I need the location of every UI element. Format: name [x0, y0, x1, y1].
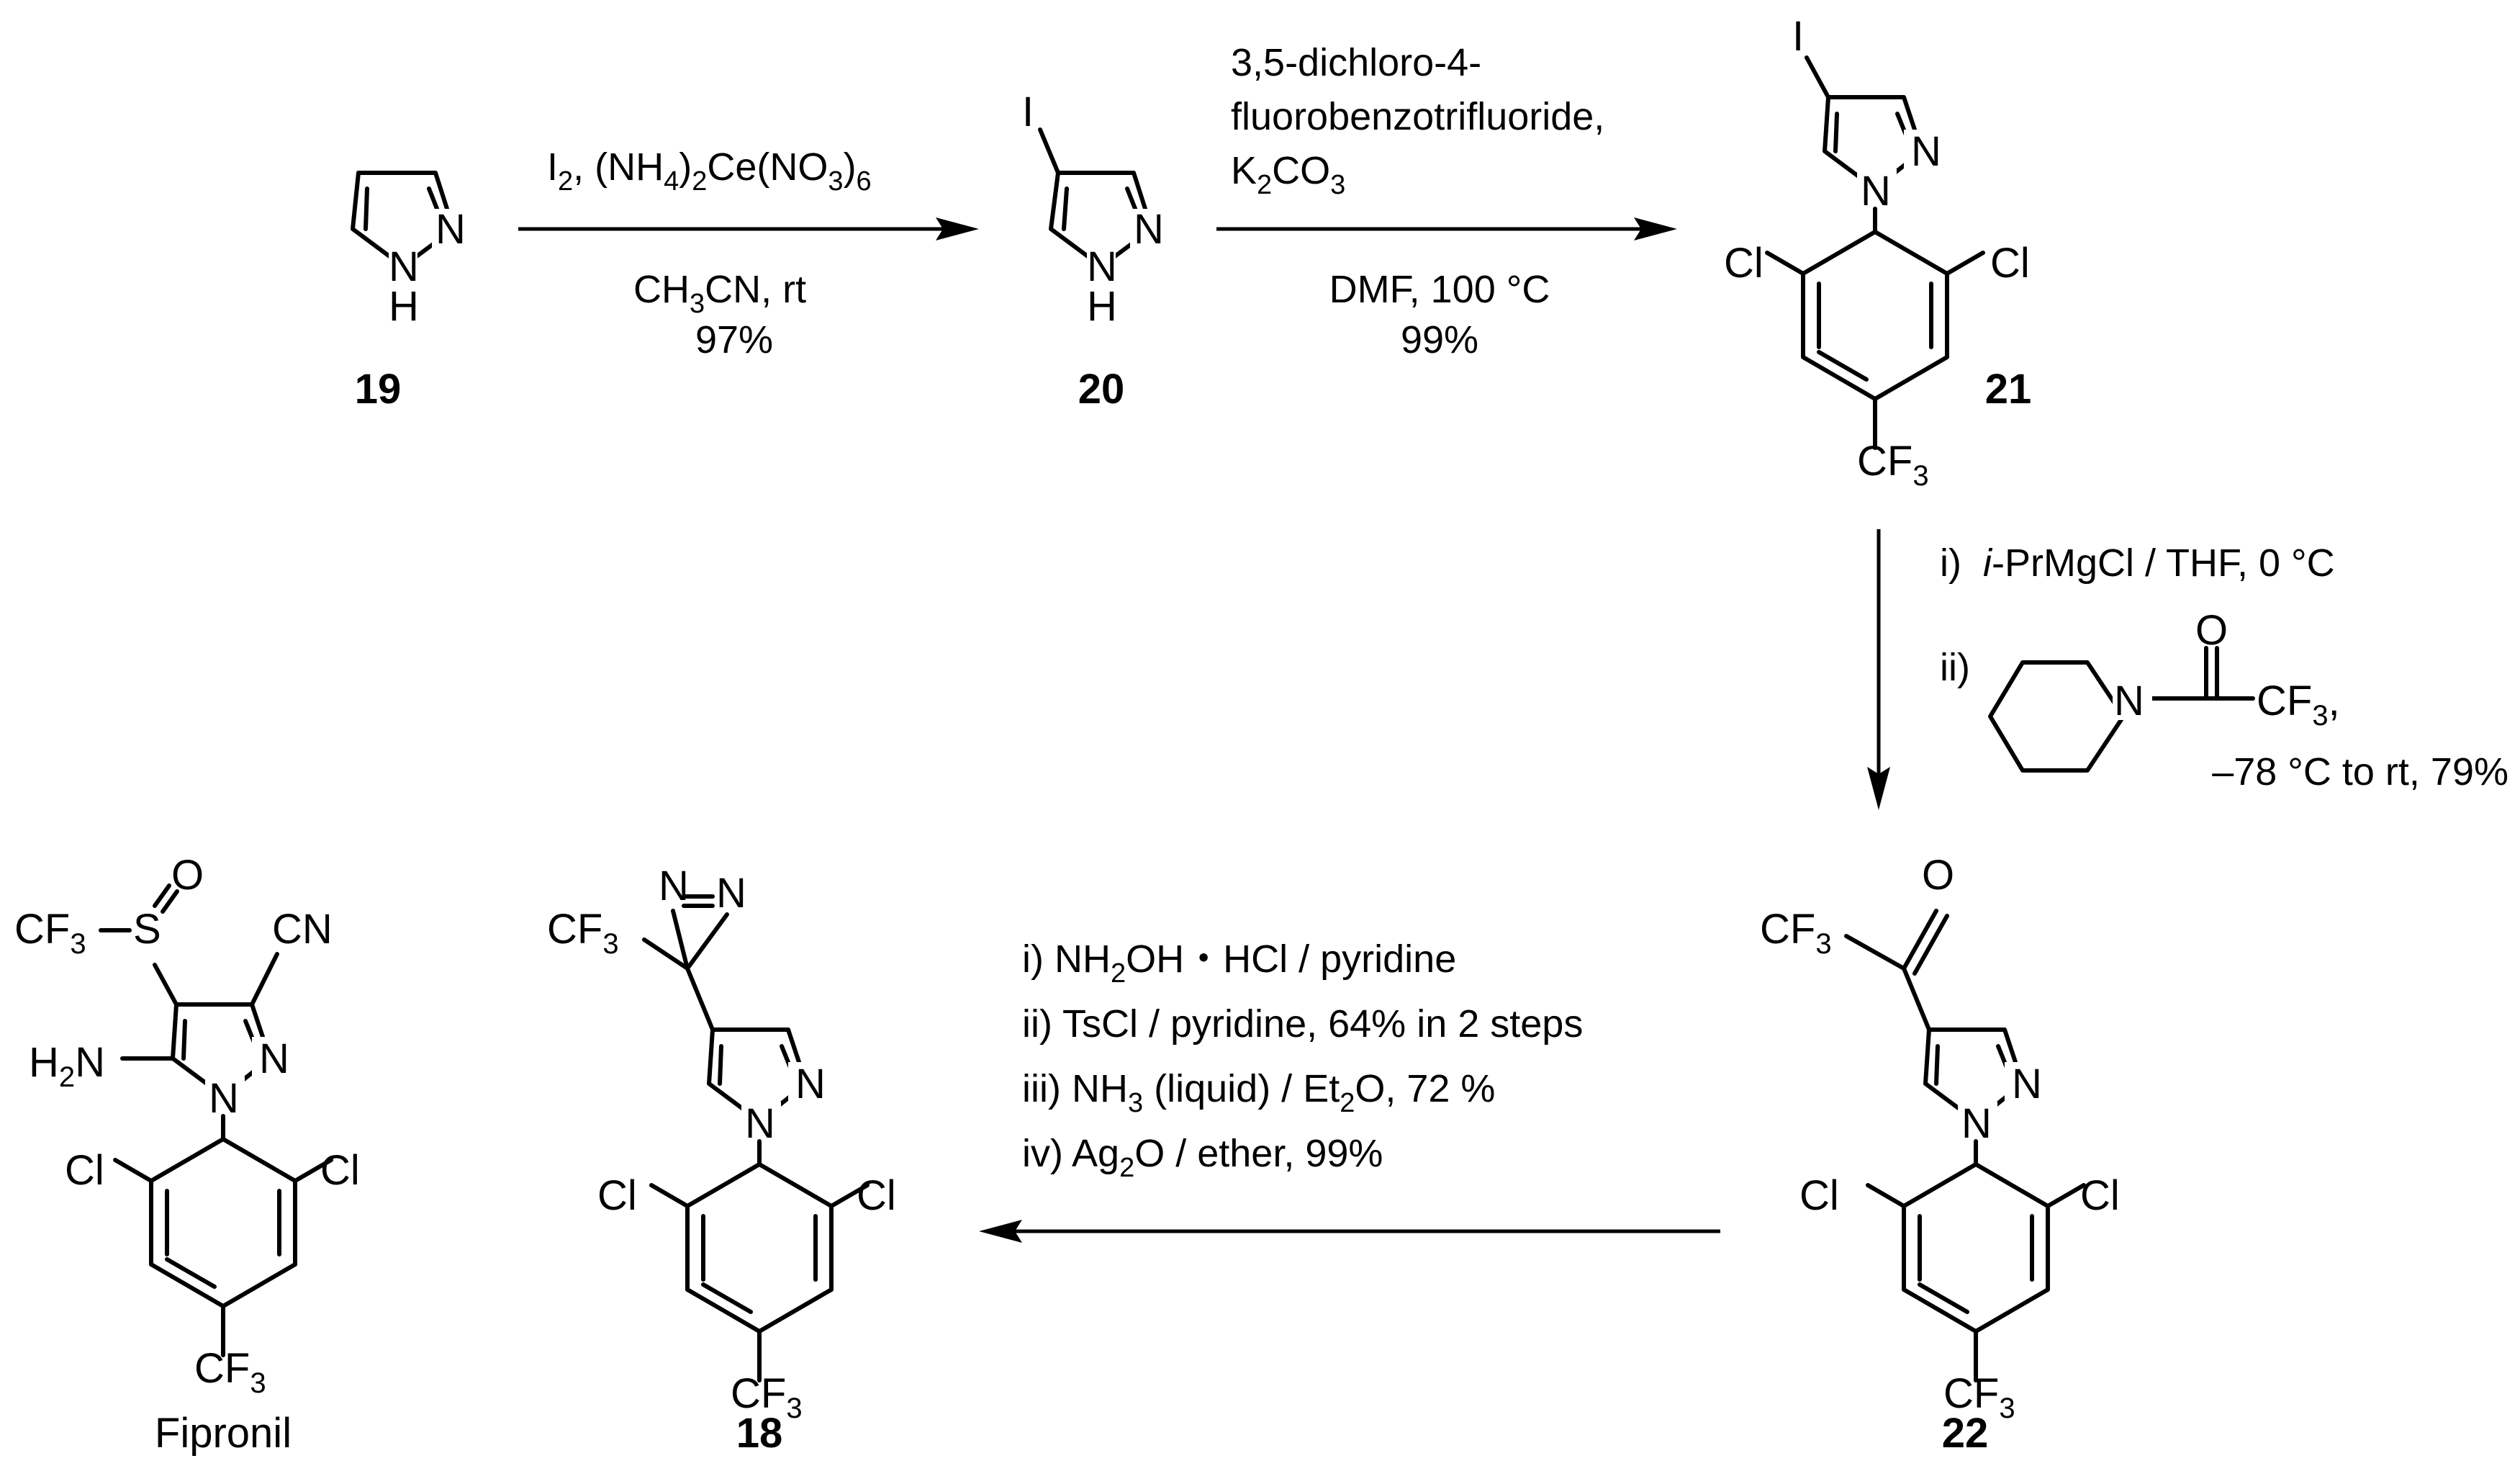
compound-18: N N N N CF3 Cl Cl CF3 18	[547, 863, 896, 1457]
arrow2-base: K2CO3	[1231, 149, 1345, 200]
reaction-arrow-3: i)i-PrMgCl / THF, 0 °C ii) N O CF3, –78 …	[1867, 529, 2508, 810]
arrow4-step1: i) NH2OH・HCl / pyridine	[1022, 937, 1456, 989]
arrow2-conditions: DMF, 100 °C	[1329, 268, 1550, 311]
chloro-right: Cl	[2080, 1172, 2120, 1219]
reaction-arrow-4: i) NH2OH・HCl / pyridine ii) TsCl / pyrid…	[979, 937, 1720, 1243]
pyrazole-ring	[171, 1002, 272, 1098]
arrow1-reagent: I2, (NH4)2Ce(NO3)6	[547, 145, 872, 197]
chloro-left: Cl	[597, 1172, 637, 1219]
iodine-atom: I	[1792, 13, 1804, 60]
ring-nitrogen: N	[1911, 128, 1941, 175]
trifluoromethyl: CF3	[194, 1345, 266, 1399]
arrow3-step1: i)i-PrMgCl / THF, 0 °C	[1940, 541, 2335, 585]
carbonyl-oxygen: O	[2195, 607, 2228, 654]
reaction-arrow-2: 3,5-dichloro-4- fluorobenzotrifluoride, …	[1216, 41, 1677, 361]
compound-21: I N N Cl Cl CF3 21	[1724, 13, 2031, 492]
reaction-arrow-1: I2, (NH4)2Ce(NO3)6 CH3CN, rt 97%	[518, 145, 979, 361]
trifluoromethyl-acyl: CF3	[1760, 906, 1832, 960]
ring-nitrogen: N	[2012, 1061, 2042, 1107]
compound-number-19: 19	[355, 366, 402, 413]
pyrazole-ring	[707, 1027, 808, 1123]
arrow1-yield: 97%	[695, 318, 773, 361]
chloro-left: Cl	[1724, 240, 1763, 287]
compound-name-fipronil: Fipronil	[155, 1410, 292, 1457]
ring-nitrogen: N	[795, 1061, 826, 1107]
amino-group: H2N	[29, 1039, 105, 1093]
sulfinyl-oxygen: O	[171, 852, 204, 899]
arrow2-reagent-line2: fluorobenzotrifluoride,	[1231, 95, 1604, 138]
pyrazole-ring	[351, 171, 456, 269]
arrow4-step3: iii) NH3 (liquid) / Et2O, 72 %	[1022, 1067, 1495, 1118]
nh-hydrogen: H	[389, 283, 419, 330]
chloro-right: Cl	[320, 1147, 360, 1194]
chloro-left: Cl	[1799, 1172, 1839, 1219]
iodine-atom: I	[1022, 89, 1034, 135]
trifluoromethyl-sulfinyl: CF3	[14, 906, 86, 960]
pyrazole-ring	[1049, 171, 1154, 269]
arrow4-step4: iv) Ag2O / ether, 99%	[1022, 1132, 1383, 1183]
chloro-right: Cl	[857, 1172, 896, 1219]
arrow2-reagent-line1: 3,5-dichloro-4-	[1231, 41, 1481, 84]
trifluoromethyl-diazirine: CF3	[547, 906, 619, 960]
nitrile-group: CN	[272, 906, 333, 953]
compound-number-21: 21	[1985, 366, 2032, 413]
trifluoromethyl: CF3,	[2257, 678, 2340, 732]
ring-nitrogen-nh: N	[1087, 243, 1117, 290]
arrow3-step2-label: ii)	[1940, 646, 1970, 689]
ring-nitrogen: N	[1134, 206, 1164, 253]
diazirine-ring: N N	[659, 863, 746, 971]
compound-22: N N O CF3 Cl Cl CF3 22	[1760, 852, 2120, 1457]
arrow4-step2: ii) TsCl / pyridine, 64% in 2 steps	[1022, 1002, 1583, 1045]
trifluoroacetylpiperidine-structure: N O CF3,	[1988, 607, 2340, 773]
compound-19: N N H 19	[351, 171, 475, 413]
chloro-left: Cl	[65, 1147, 104, 1194]
ring-nitrogen: N	[259, 1035, 289, 1082]
compound-number-22: 22	[1942, 1410, 1989, 1457]
nh-hydrogen: H	[1087, 283, 1117, 330]
pyrazole-ring	[1923, 1027, 2025, 1123]
arrow1-solvent: CH3CN, rt	[633, 268, 806, 319]
compound-fipronil: N N CN S O CF3 H2N Cl Cl CF3 Fipronil	[14, 852, 360, 1457]
trifluoromethyl: CF3	[1943, 1370, 2015, 1424]
diazirine-nitrogen-2: N	[716, 870, 746, 917]
piperidine-nitrogen: N	[2114, 678, 2144, 724]
ring-nitrogen-nh: N	[389, 243, 419, 290]
pyrazole-ring	[1823, 95, 1924, 191]
compound-number-20: 20	[1078, 366, 1125, 413]
sulfur-atom: S	[133, 906, 161, 953]
trifluoromethyl: CF3	[1857, 438, 1929, 492]
compound-20: I N N H 20	[1022, 89, 1173, 413]
carbonyl-oxygen: O	[1922, 852, 1954, 899]
compound-number-18: 18	[736, 1410, 783, 1457]
ring-nitrogen: N	[435, 206, 466, 253]
trifluoromethyl: CF3	[731, 1370, 803, 1424]
chloro-right: Cl	[1990, 240, 2030, 287]
arrow2-yield: 99%	[1401, 318, 1478, 361]
arrow3-step2-conditions: –78 °C to rt, 79%	[2212, 750, 2508, 793]
diazirine-nitrogen-1: N	[659, 863, 689, 909]
